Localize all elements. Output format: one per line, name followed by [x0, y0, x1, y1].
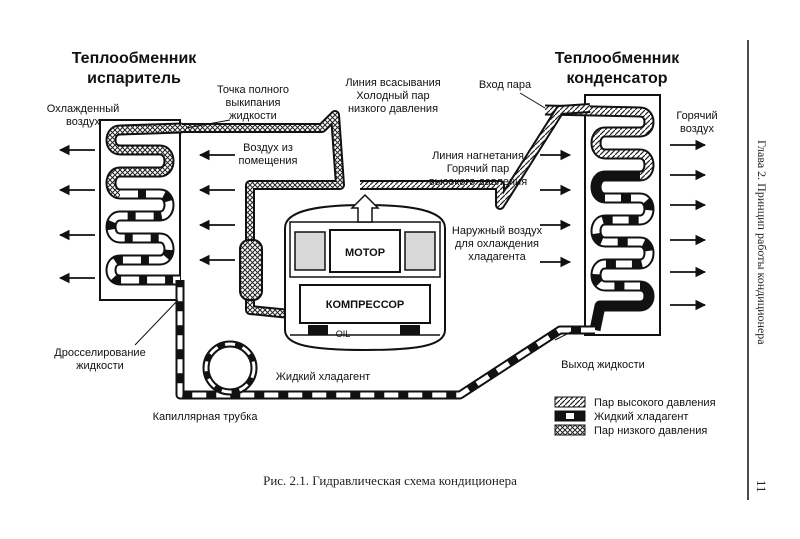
- intake-arrow-icon: [350, 193, 380, 223]
- evaporator: [99, 119, 183, 301]
- oil-label: OIL: [336, 329, 351, 339]
- air-arrows: [58, 139, 707, 311]
- label-suction-2: Холодный пар: [356, 90, 429, 102]
- label-cooled-air-2: воздух: [66, 116, 100, 128]
- legend-swatch-low: [554, 424, 586, 436]
- label-outside-air-2: для охлаждения: [455, 238, 539, 250]
- label-room-air-2: помещения: [239, 155, 298, 167]
- label-hot-air-1: Горячий: [676, 110, 717, 122]
- compressor-unit: [284, 193, 446, 352]
- label-outside-air-1: Наружный воздух: [452, 225, 543, 237]
- label-liquid-refrigerant: Жидкий хладагент: [276, 371, 370, 383]
- compressor-label: КОМПРЕССОР: [326, 299, 405, 311]
- label-full-boil-3: жидкости: [229, 110, 277, 122]
- legend-swatch-liquid: [554, 410, 586, 422]
- label-suction-3: низкого давления: [348, 103, 438, 115]
- label-room-air-1: Воздух из: [243, 142, 293, 154]
- label-throttling-1: Дросселирование: [54, 347, 145, 359]
- label-liquid-out: Выход жидкости: [561, 359, 645, 371]
- motor-label: МОТОР: [345, 247, 385, 259]
- label-suction-1: Линия всасывания: [345, 77, 440, 89]
- label-vapor-in: Вход пара: [479, 79, 532, 91]
- label-full-boil-1: Точка полного: [217, 84, 289, 96]
- legend-low-pressure: Пар низкого давления: [594, 425, 707, 437]
- evaporator-title-2: испаритель: [87, 70, 181, 87]
- legend: Пар высокого давления Жидкий хладагент П…: [554, 396, 716, 437]
- figure-caption: Рис. 2.1. Гидравлическая схема кондицион…: [263, 473, 517, 488]
- condenser-title-1: Теплообменник: [555, 50, 681, 67]
- motor-box: [329, 229, 401, 273]
- legend-high-pressure: Пар высокого давления: [594, 397, 716, 409]
- label-discharge-2: Горячий пар: [447, 163, 510, 175]
- label-discharge-3: высокого давления: [429, 176, 527, 188]
- page-number: 11: [754, 480, 769, 493]
- label-cooled-air-1: Охлажденный: [47, 103, 120, 115]
- label-discharge-1: Линия нагнетания: [432, 150, 524, 162]
- legend-swatch-high: [554, 396, 586, 408]
- legend-liquid: Жидкий хладагент: [594, 411, 688, 423]
- label-throttling-2: жидкости: [76, 360, 124, 372]
- compressor-box: [299, 284, 431, 324]
- side-header: Глава 2. Принцип работы кондиционера: [755, 140, 769, 345]
- label-hot-air-2: воздух: [680, 123, 714, 135]
- condenser: [544, 94, 661, 336]
- label-capillary: Капиллярная трубка: [153, 411, 259, 423]
- label-full-boil-2: выкипания: [226, 97, 281, 109]
- evaporator-title-1: Теплообменник: [72, 50, 198, 67]
- label-outside-air-3: хладагента: [468, 251, 526, 263]
- accumulator: [239, 239, 263, 301]
- condenser-title-2: конденсатор: [566, 70, 667, 87]
